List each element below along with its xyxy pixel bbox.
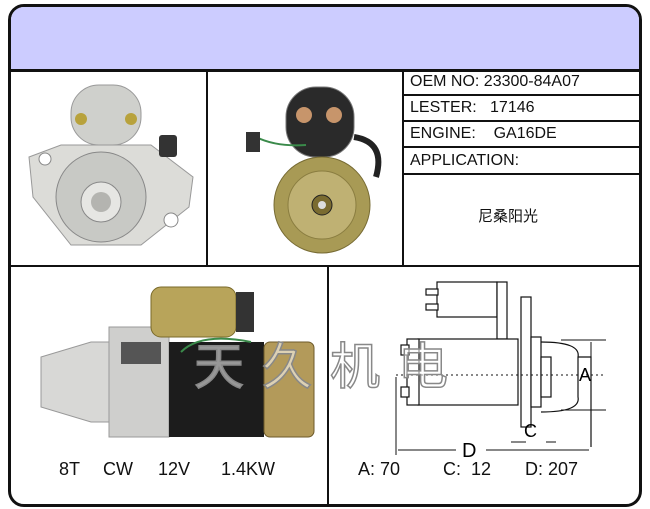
dimension-a-marker: A — [579, 365, 591, 385]
oem-label: OEM NO: — [410, 73, 480, 90]
spec-power: 1.4KW — [221, 459, 276, 479]
row-divider — [11, 265, 639, 267]
lester-label: LESTER: — [410, 99, 477, 116]
spec-teeth: 8T — [59, 459, 81, 479]
starter-side-photo — [40, 286, 315, 438]
product-spec-sheet: OEM NO: 23300-84A07 LESTER: 17146 ENGINE… — [8, 4, 642, 507]
spec-rotation: CW — [103, 459, 133, 479]
starter-front-photo — [28, 84, 194, 246]
engine-row: ENGINE: GA16DE — [406, 121, 639, 147]
spec-voltage: 12V — [158, 459, 191, 479]
engine-value: GA16DE — [493, 125, 557, 142]
header-band — [11, 7, 639, 72]
info-divider — [402, 94, 639, 96]
application-label: APPLICATION: — [410, 152, 520, 169]
application-row: APPLICATION: — [406, 148, 639, 174]
engine-label: ENGINE: — [410, 125, 476, 142]
column-divider — [402, 69, 404, 265]
dimension-c: C: 12 — [443, 459, 491, 480]
starter-rear-photo — [246, 86, 382, 254]
info-divider — [402, 120, 639, 122]
info-divider — [402, 146, 639, 148]
dimension-a: A: 70 — [358, 459, 400, 480]
dimension-d-label: D: — [525, 459, 543, 479]
dimension-c-marker: C — [524, 421, 537, 441]
info-divider — [402, 173, 639, 175]
dimension-d-value: 207 — [548, 459, 579, 479]
column-divider — [206, 69, 208, 265]
oem-value: 23300-84A07 — [483, 73, 580, 90]
lester-row: LESTER: 17146 — [406, 95, 639, 121]
dimension-a-value: 70 — [380, 459, 401, 479]
dimension-d-marker: D — [462, 440, 476, 457]
lester-value: 17146 — [490, 99, 535, 116]
dimension-a-label: A: — [358, 459, 376, 479]
dimension-diagram: A C D — [395, 281, 606, 457]
dimension-c-label: C: — [443, 459, 461, 479]
oem-row: OEM NO: 23300-84A07 — [406, 69, 639, 95]
application-value: 尼桑阳光 — [478, 208, 539, 225]
column-divider — [327, 265, 329, 504]
dimension-c-value: 12 — [471, 459, 492, 479]
dimension-d: D: 207 — [525, 459, 578, 480]
